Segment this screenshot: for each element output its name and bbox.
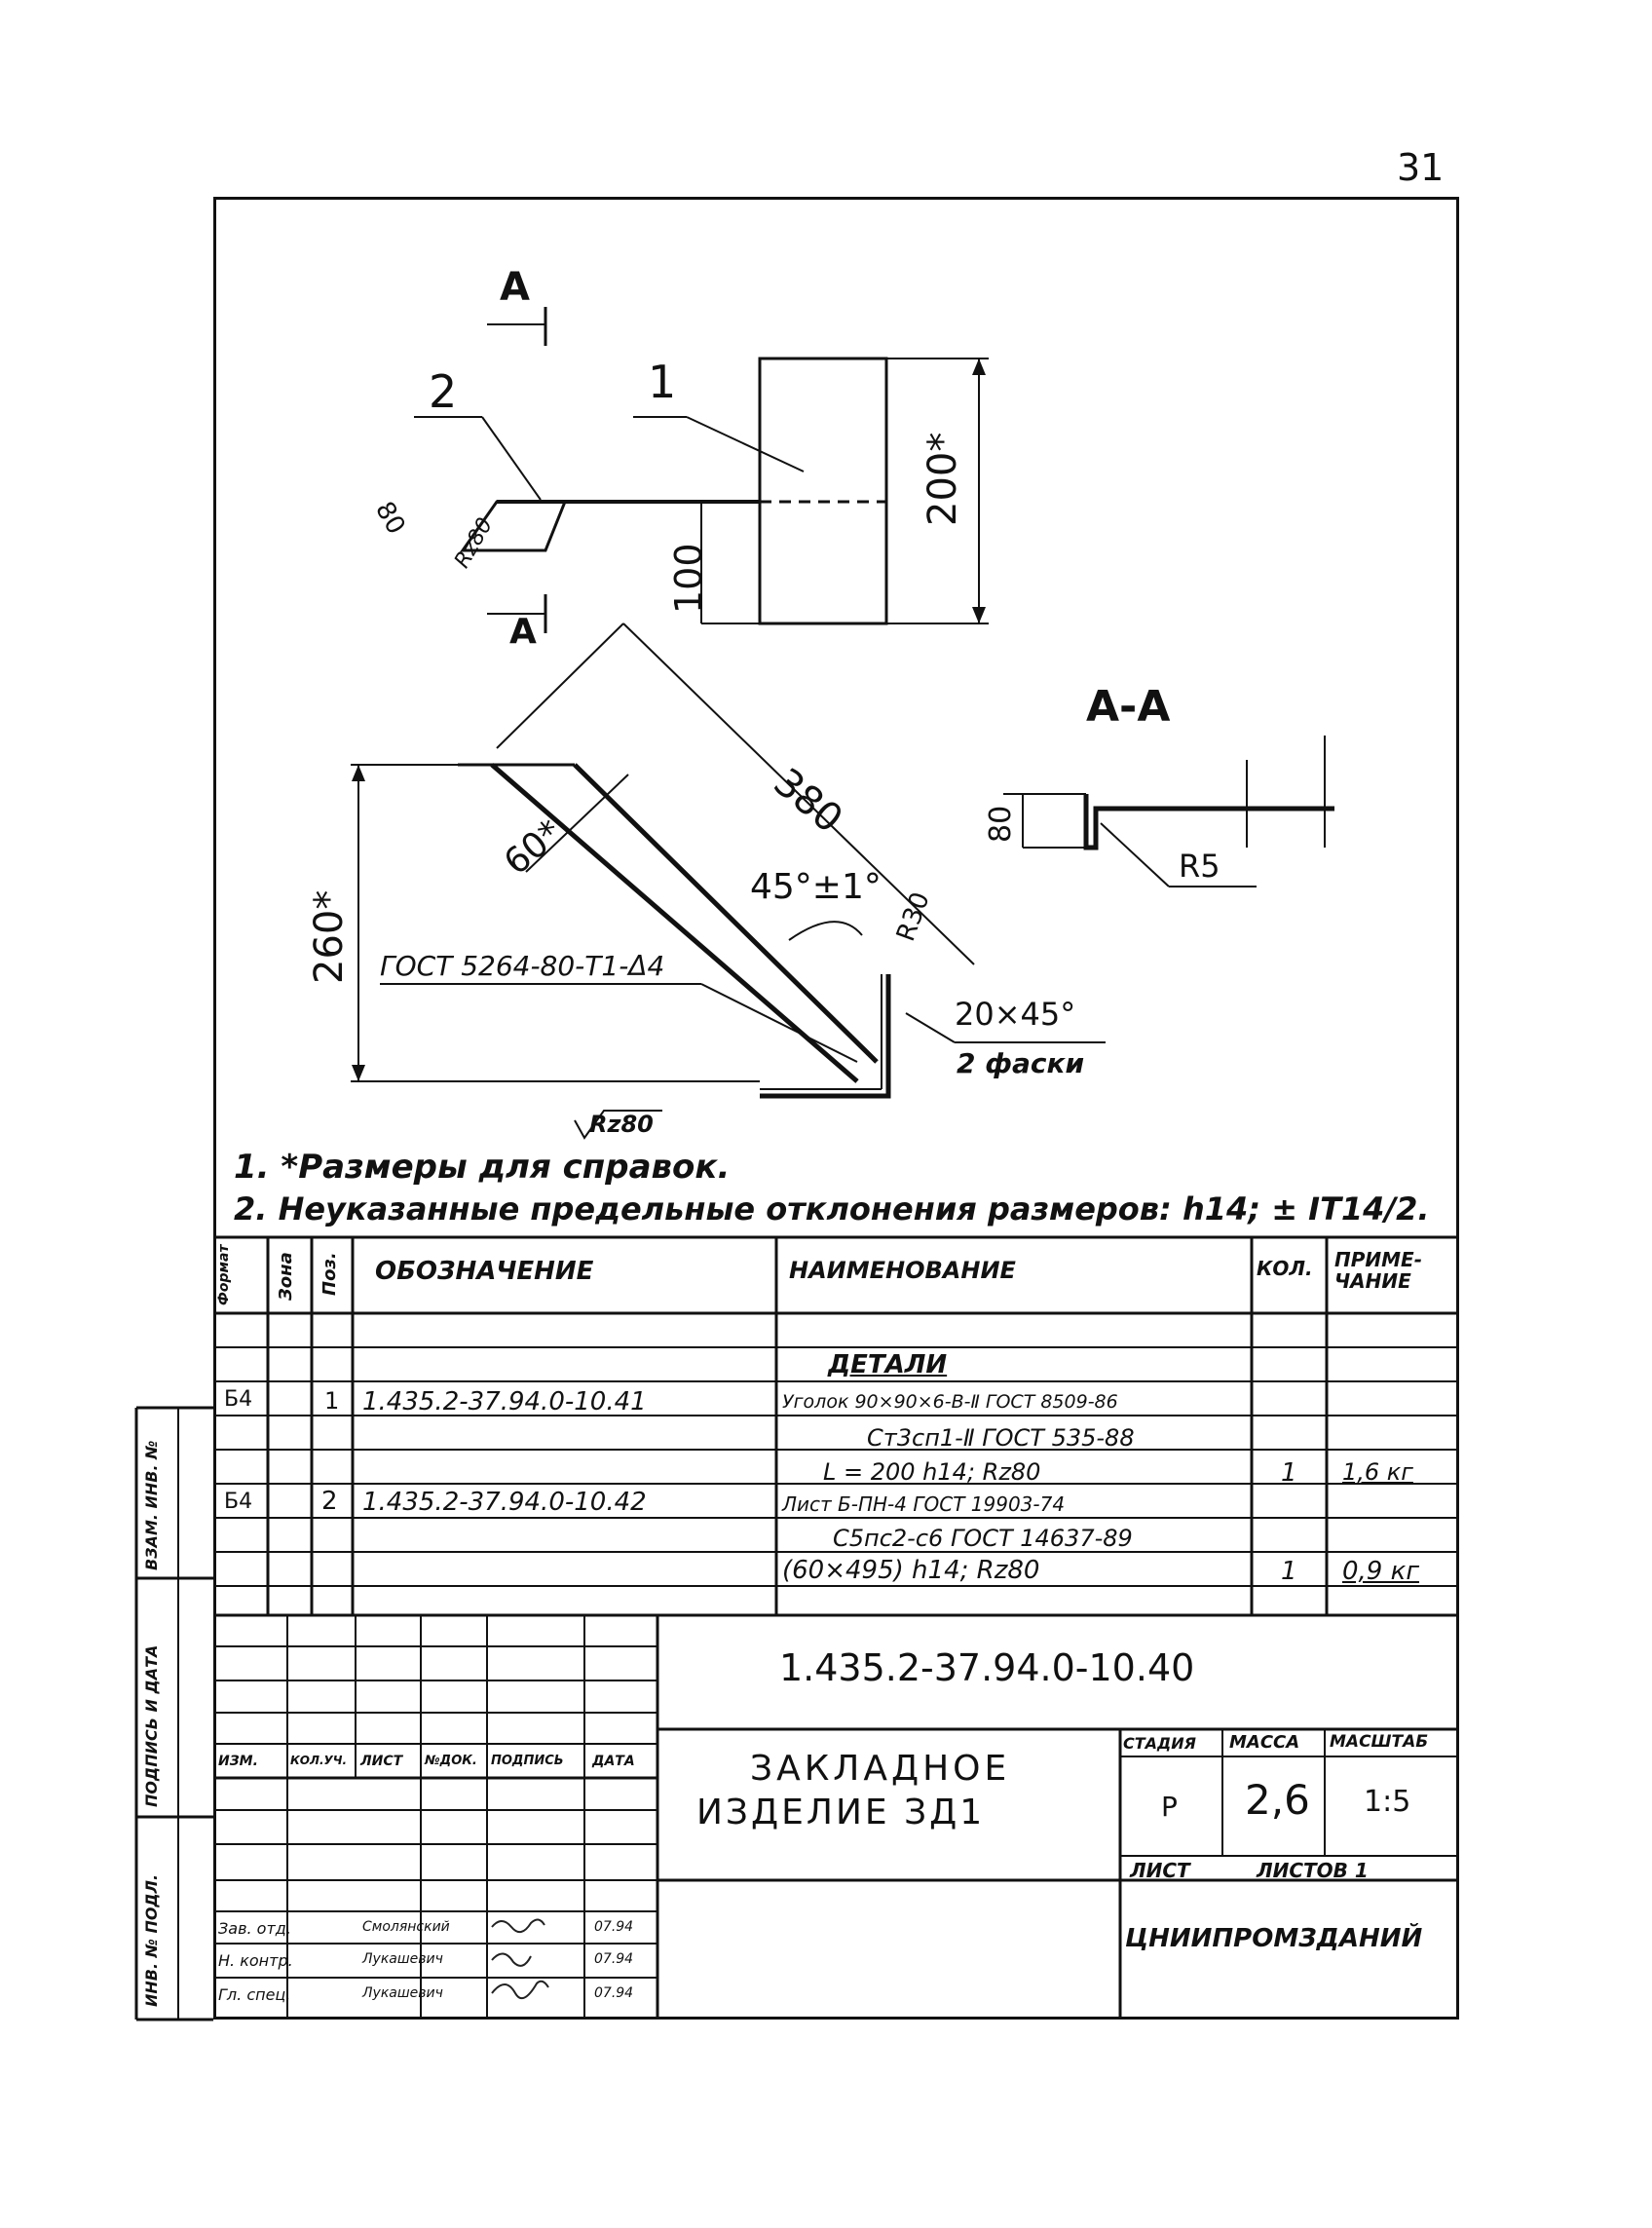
stage-value: Р	[1161, 1791, 1178, 1823]
section-cut-label-top: А	[500, 265, 530, 310]
row-format: Б4	[224, 1387, 253, 1412]
side-stamp-podpis-data: Подпись и дата	[142, 1644, 161, 1807]
note-1: 1. *Размеры для справок.	[234, 1148, 731, 1187]
row-name: Уголок 90×90×6-В-Ⅱ ГОСТ 8509-86	[782, 1391, 1118, 1413]
rev-header-doc: №док.	[425, 1754, 477, 1768]
row-name: С5пс2-с6 ГОСТ 14637-89	[833, 1525, 1133, 1552]
roughness-label: Rz80	[589, 1111, 654, 1138]
rev-header-list: Лист	[360, 1754, 403, 1769]
row-designation: 1.435.2-37.94.0-10.41	[362, 1387, 647, 1416]
side-stamp-inv-podl: Инв. № подл.	[142, 1873, 161, 2007]
staff-role: Гл. спец.	[218, 1985, 291, 2004]
row-name: Ст3сп1-Ⅱ ГОСТ 535-88	[867, 1424, 1135, 1452]
spec-section-details: Детали	[828, 1350, 948, 1379]
spec-header-name: Наименование	[789, 1257, 1016, 1284]
part-2-outline	[460, 500, 568, 552]
side-stamp-vzam-inv: Взам. инв. №	[142, 1440, 161, 1570]
title-line-1: Закладное	[750, 1749, 1011, 1789]
staff-role: Н. контр.	[218, 1951, 293, 1970]
row-format: Б4	[224, 1490, 253, 1514]
row-pos: 2	[321, 1487, 338, 1516]
drawing-frame	[213, 197, 1459, 2020]
note-2: 2. Неуказанные предельные отклонения раз…	[234, 1190, 1430, 1227]
part-1-outline	[758, 357, 888, 625]
rev-header-kol: Кол.уч.	[290, 1754, 348, 1767]
row-note: 0,9 кг	[1342, 1557, 1419, 1586]
section-title: А-А	[1086, 682, 1171, 732]
sheets-label: Листов 1	[1257, 1859, 1369, 1882]
row-name: Лист Б-ПН-4 ГОСТ 19903-74	[782, 1492, 1066, 1516]
row-designation: 1.435.2-37.94.0-10.42	[362, 1488, 647, 1517]
callout-pos-1: 1	[648, 356, 677, 408]
rev-header-sign: Подпись	[491, 1754, 564, 1768]
title-line-2: изделие ЗД1	[696, 1793, 986, 1832]
organization: ЦНИИпромзданий	[1125, 1924, 1423, 1953]
section-cut-label-bottom: А	[509, 612, 537, 652]
technical-drawing	[351, 307, 1334, 1140]
spec-header-note: Приме-чание	[1334, 1248, 1422, 1293]
staff-date: 07.94	[594, 1985, 634, 2001]
staff-name: Смолянский	[362, 1919, 450, 1935]
doc-code: 1.435.2-37.94.0-10.40	[779, 1646, 1195, 1689]
mass-label: Масса	[1229, 1732, 1300, 1753]
scale-label: Масштаб	[1330, 1732, 1429, 1752]
dimension-angle: 45°±1°	[750, 867, 882, 907]
dimension-chamfer: 20×45°	[955, 996, 1076, 1033]
row-qty: 1	[1281, 1557, 1297, 1586]
mass-value: 2,6	[1245, 1776, 1310, 1824]
spec-header-designation: Обозначение	[375, 1257, 594, 1286]
stage-label: Стадия	[1123, 1734, 1196, 1753]
section-dim-r5: R5	[1179, 848, 1220, 885]
row-name: (60×495) h14; Rz80	[782, 1556, 1040, 1585]
scale-value: 1:5	[1364, 1785, 1411, 1819]
row-note: 1,6 кг	[1342, 1458, 1413, 1486]
weld-label: ГОСТ 5264-80-Т1-Δ4	[380, 950, 665, 982]
rev-header-date: Дата	[592, 1754, 635, 1769]
row-pos: 1	[324, 1387, 340, 1415]
sheet-label: Лист	[1130, 1859, 1190, 1882]
staff-date: 07.94	[594, 1919, 634, 1935]
row-qty: 1	[1281, 1458, 1297, 1488]
spec-header-qty: Кол.	[1257, 1257, 1313, 1280]
staff-name: Лукашевич	[362, 1951, 443, 1967]
staff-name: Лукашевич	[362, 1985, 443, 2001]
rev-header-izm: Изм.	[218, 1754, 258, 1769]
staff-role: Зав. отд.	[218, 1919, 291, 1938]
callout-pos-2: 2	[429, 365, 458, 418]
chamfer-note: 2 фаски	[957, 1047, 1085, 1079]
page-number: 31	[1397, 146, 1445, 189]
row-name: L = 200 h14; Rz80	[823, 1458, 1041, 1486]
staff-date: 07.94	[594, 1951, 634, 1967]
